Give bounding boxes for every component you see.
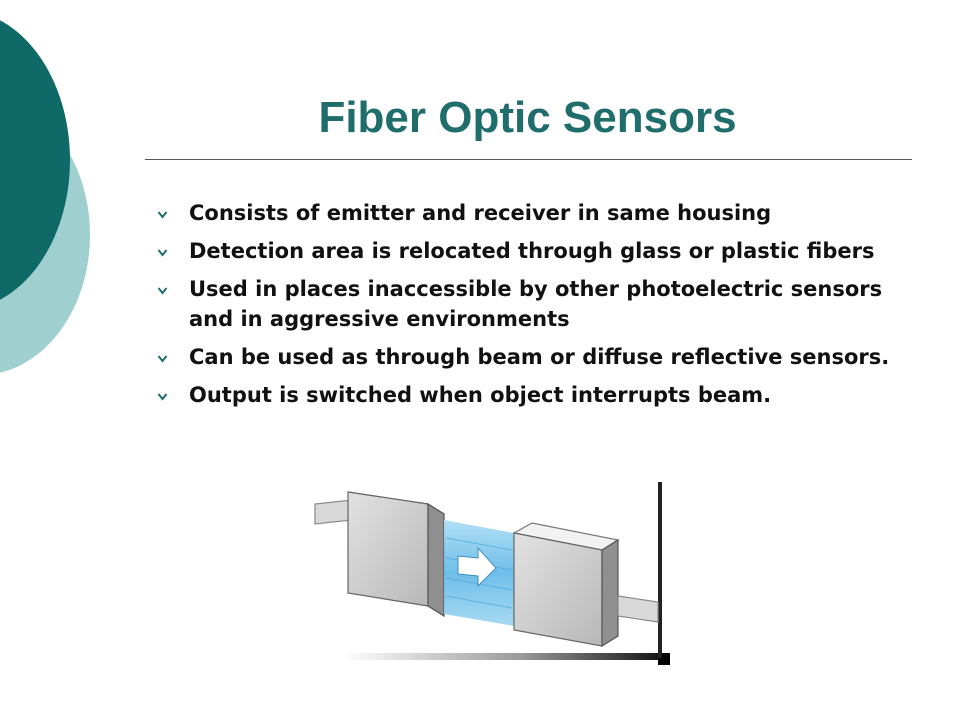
wall-line <box>658 482 662 658</box>
background-decoration <box>0 20 90 373</box>
receiver-housing <box>512 522 620 648</box>
bullet-item: Detection area is relocated through glas… <box>155 236 895 266</box>
bullet-list: Consists of emitter and receiver in same… <box>155 198 895 418</box>
title-divider <box>145 159 912 160</box>
fiber-optic-sensor-illustration <box>314 482 670 665</box>
bullet-text: Output is switched when object interrupt… <box>189 383 772 407</box>
bullet-item: Used in places inaccessible by other pho… <box>155 274 895 334</box>
bullet-item: Can be used as through beam or diffuse r… <box>155 342 895 372</box>
bullet-item: Consists of emitter and receiver in same… <box>155 198 895 228</box>
floor-shadow <box>345 653 665 660</box>
dark-teal-circle <box>0 20 70 300</box>
bullet-text: Used in places inaccessible by other pho… <box>189 277 883 331</box>
emitter-housing <box>347 491 445 618</box>
bullet-text: Detection area is relocated through glas… <box>189 239 875 263</box>
receiver-fiber-cable <box>617 595 659 623</box>
chevron-bullet-icon <box>157 211 168 219</box>
slide-title: Fiber Optic Sensors <box>318 93 737 142</box>
chevron-bullet-icon <box>157 287 168 295</box>
chevron-bullet-icon <box>157 249 168 257</box>
chevron-bullet-icon <box>157 393 168 401</box>
bullet-item: Output is switched when object interrupt… <box>155 380 895 410</box>
bullet-text: Can be used as through beam or diffuse r… <box>189 345 890 369</box>
chevron-bullet-icon <box>157 355 168 363</box>
beam-arrow-icon <box>457 546 497 588</box>
emitter-fiber-cable <box>314 499 353 525</box>
bullet-text: Consists of emitter and receiver in same… <box>189 201 772 225</box>
